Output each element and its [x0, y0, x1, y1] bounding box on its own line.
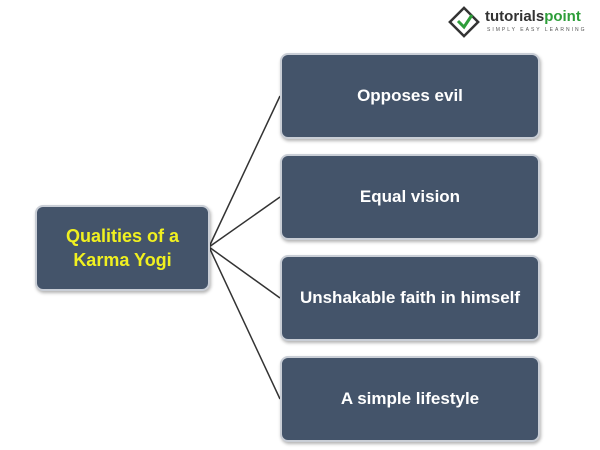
- connector-line: [208, 246, 281, 299]
- child-node: Opposes evil: [280, 53, 540, 139]
- root-line-2: Karma Yogi: [73, 250, 172, 270]
- logo-text: tutorialspoint: [485, 8, 581, 25]
- connector-line: [208, 95, 281, 248]
- child-label: Equal vision: [359, 187, 461, 206]
- child-node: Unshakable faith in himself: [280, 255, 540, 341]
- logo-icon: [448, 6, 480, 38]
- connector-line: [208, 246, 281, 400]
- child-node: A simple lifestyle: [280, 356, 540, 442]
- child-node: Equal vision: [280, 154, 540, 240]
- logo-tagline: SIMPLY EASY LEARNING: [487, 27, 587, 33]
- tutorialspoint-logo: tutorialspoint SIMPLY EASY LEARNING: [447, 5, 597, 41]
- child-label: A simple lifestyle: [340, 389, 480, 408]
- child-label: Opposes evil: [357, 86, 463, 105]
- root-node: Qualities of a Karma Yogi: [35, 205, 210, 291]
- root-line-1: Qualities of a: [65, 226, 180, 246]
- child-label: Unshakable faith in himself: [299, 288, 521, 307]
- connector-line: [208, 196, 281, 248]
